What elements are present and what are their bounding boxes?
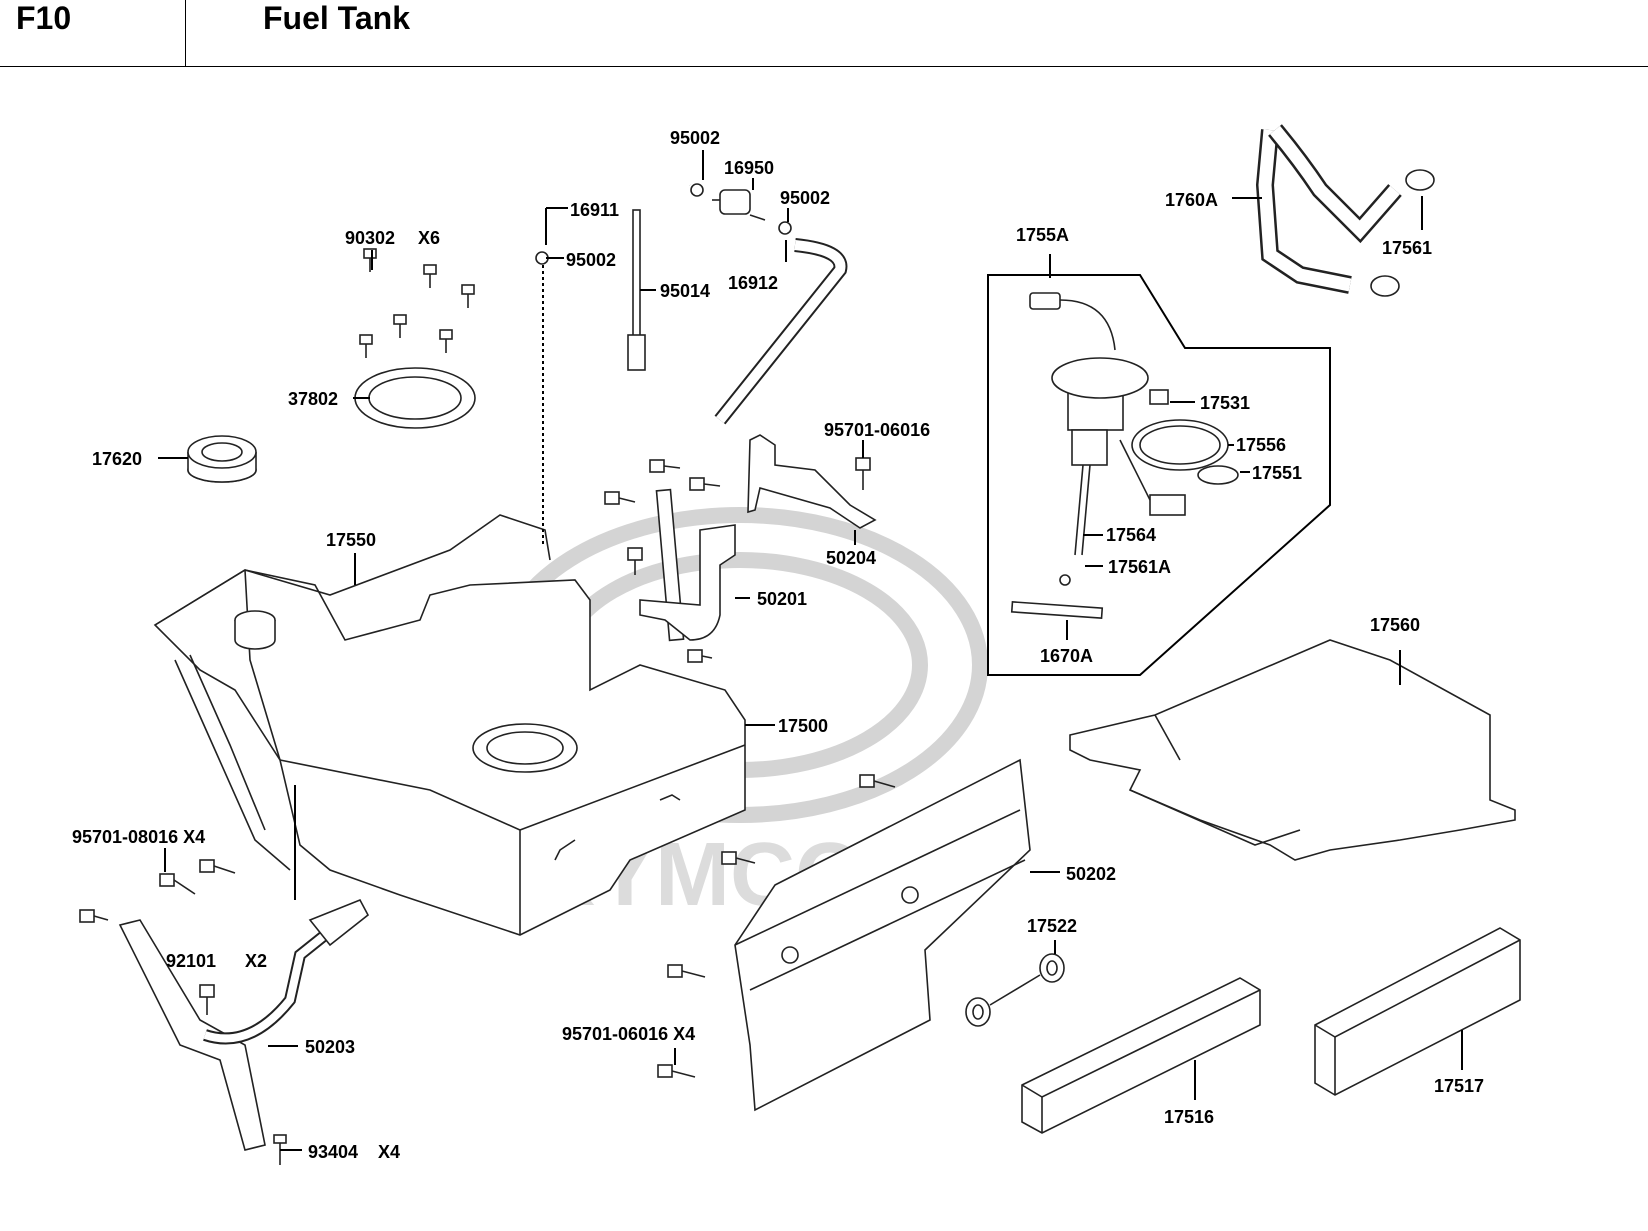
hose-16911 <box>540 124 693 240</box>
label-17556: 17556 <box>1236 435 1286 455</box>
label-90302-qty: X6 <box>418 228 440 248</box>
label-90302: 90302 <box>345 228 395 248</box>
label-95701-06016-x4: 95701-06016 X4 <box>562 1024 695 1044</box>
header-divider <box>185 0 186 66</box>
label-17550: 17550 <box>326 530 376 550</box>
fuel-cap-17620 <box>187 435 257 483</box>
label-1760A: 1760A <box>1165 190 1218 210</box>
pad-17516 <box>1021 977 1261 1134</box>
grommets-17522 <box>965 953 1065 1027</box>
label-1755A: 1755A <box>1016 225 1069 245</box>
label-16911: 16911 <box>570 200 619 220</box>
bolts-misc <box>79 909 287 1165</box>
bolts-50202 <box>657 774 896 1078</box>
label-95002-a: 95002 <box>566 250 616 270</box>
bracket-50201 <box>639 488 736 642</box>
screws-90302 <box>359 248 475 358</box>
strap-95014 <box>627 209 646 371</box>
pad-17517 <box>1314 927 1521 1096</box>
tank-guard-17550 <box>154 514 551 871</box>
section-code: F10 <box>16 0 72 36</box>
label-17551: 17551 <box>1252 463 1302 483</box>
label-17620: 17620 <box>92 449 142 469</box>
valve-16950 <box>712 189 766 221</box>
label-17561: 17561 <box>1382 238 1432 258</box>
label-95002-c: 95002 <box>780 188 830 208</box>
label-50201: 50201 <box>757 589 807 609</box>
label-17500: 17500 <box>778 716 828 736</box>
label-95701-08016: 95701-08016 X4 <box>72 827 205 847</box>
label-1670A: 1670A <box>1040 646 1093 666</box>
label-17531: 17531 <box>1200 393 1250 413</box>
bolts-95701-08016 <box>159 859 236 895</box>
label-92101: 92101 <box>166 951 216 971</box>
label-93404: 93404 <box>308 1142 358 1162</box>
shield-50202 <box>734 758 1031 1112</box>
label-16912: 16912 <box>728 273 778 293</box>
bracket-50203 <box>118 898 370 1151</box>
label-17560: 17560 <box>1370 615 1420 635</box>
label-50204: 50204 <box>826 548 876 568</box>
bolts-50201 <box>604 459 721 663</box>
label-16950: 16950 <box>724 158 774 178</box>
label-95701-06016: 95701-06016 <box>824 420 930 440</box>
hose-1760A <box>1255 124 1402 294</box>
label-17516: 17516 <box>1164 1107 1214 1127</box>
bolt-95701-06016 <box>855 457 871 490</box>
label-17564: 17564 <box>1106 525 1156 545</box>
page-header: F10 Fuel Tank <box>0 0 1648 67</box>
clamps-95002 <box>535 183 792 265</box>
label-17561A: 17561A <box>1108 557 1171 577</box>
fuel-tank-17500 <box>153 569 746 936</box>
cover-17560 <box>1069 639 1516 861</box>
label-37802: 37802 <box>288 389 338 409</box>
label-92101-qty: X2 <box>245 951 267 971</box>
fuel-pump-assembly-box <box>987 274 1331 676</box>
label-95002-b: 95002 <box>670 128 720 148</box>
leader-lines <box>158 150 1463 1151</box>
gasket-37802 <box>354 367 476 429</box>
label-50203: 50203 <box>305 1037 355 1057</box>
part-labels: 90302 X6 37802 17620 17550 16911 95002 9… <box>72 128 1484 1162</box>
clamps-17561 <box>1370 169 1435 297</box>
bracket-50204 <box>747 434 877 529</box>
label-17522: 17522 <box>1027 916 1077 936</box>
label-17517: 17517 <box>1434 1076 1484 1096</box>
label-50202: 50202 <box>1066 864 1116 884</box>
label-95014: 95014 <box>660 281 710 301</box>
label-93404-qty: X4 <box>378 1142 400 1162</box>
hose-16912 <box>714 238 848 425</box>
page-title: Fuel Tank <box>263 0 410 36</box>
